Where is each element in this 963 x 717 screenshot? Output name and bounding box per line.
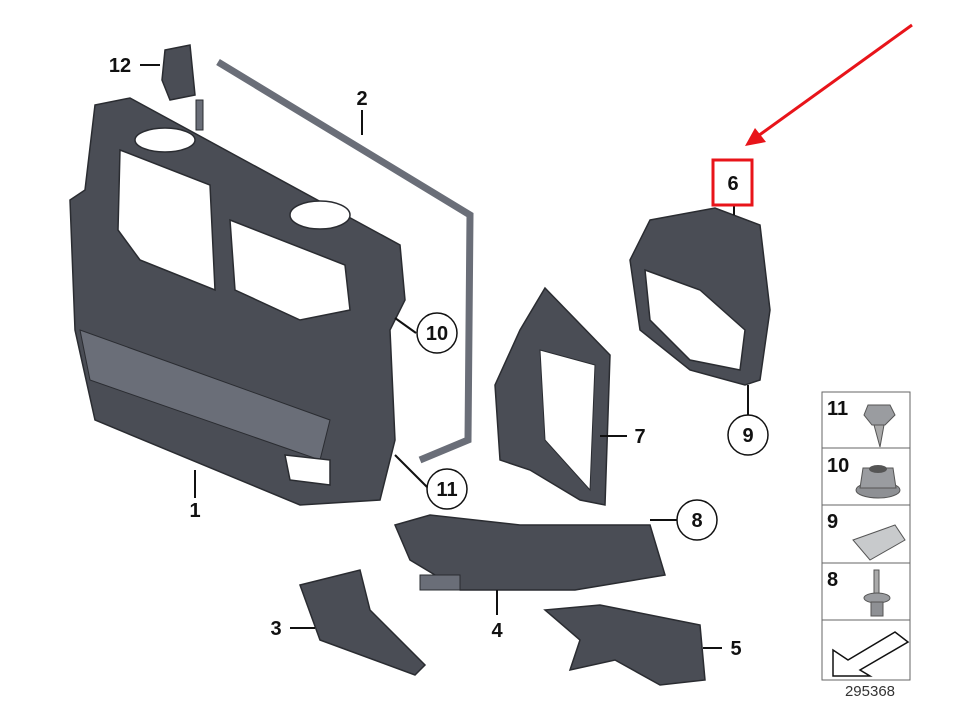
callout-4[interactable]: 4 [491,620,503,642]
part-3-deflector[interactable] [299,569,427,676]
legend-label-8: 8 [827,569,838,591]
clip-nut-icon [852,524,906,561]
red-arrow-icon [745,23,913,146]
callout-2[interactable]: 2 [356,88,367,110]
part-6-air-guide[interactable] [629,207,771,386]
screw-icon [863,404,896,448]
callout-7[interactable]: 7 [634,426,645,448]
direction-arrow-icon [832,631,910,677]
part-2-seal[interactable] [216,59,474,464]
callout-5[interactable]: 5 [730,638,741,660]
part-1-frame[interactable] [69,97,406,506]
part-2-seal-short [195,99,204,131]
callout-1[interactable]: 1 [189,500,200,522]
fastener-legend: 11 10 9 8 295368 [821,391,911,700]
legend-label-9: 9 [827,511,838,533]
part-12-bracket[interactable] [161,44,196,101]
callout-10[interactable]: 10 [426,323,448,345]
callout-3[interactable]: 3 [270,618,281,640]
callout-8[interactable]: 8 [691,510,702,532]
callout-12[interactable]: 12 [109,55,131,77]
highlight-box [711,158,754,207]
part-8-lower-duct[interactable] [393,514,666,591]
catalog-number: 295368 [845,683,895,700]
callout-9[interactable]: 9 [742,425,753,447]
hex-nut-icon [855,465,901,499]
legend-label-10: 10 [827,455,849,477]
legend-label-11: 11 [827,398,848,420]
callout-11[interactable]: 11 [436,479,457,501]
callout-6[interactable]: 6 [727,173,738,195]
part-5-duct[interactable] [543,604,706,686]
part-7-air-duct[interactable] [494,286,611,506]
expansion-rivet-icon [863,569,891,617]
